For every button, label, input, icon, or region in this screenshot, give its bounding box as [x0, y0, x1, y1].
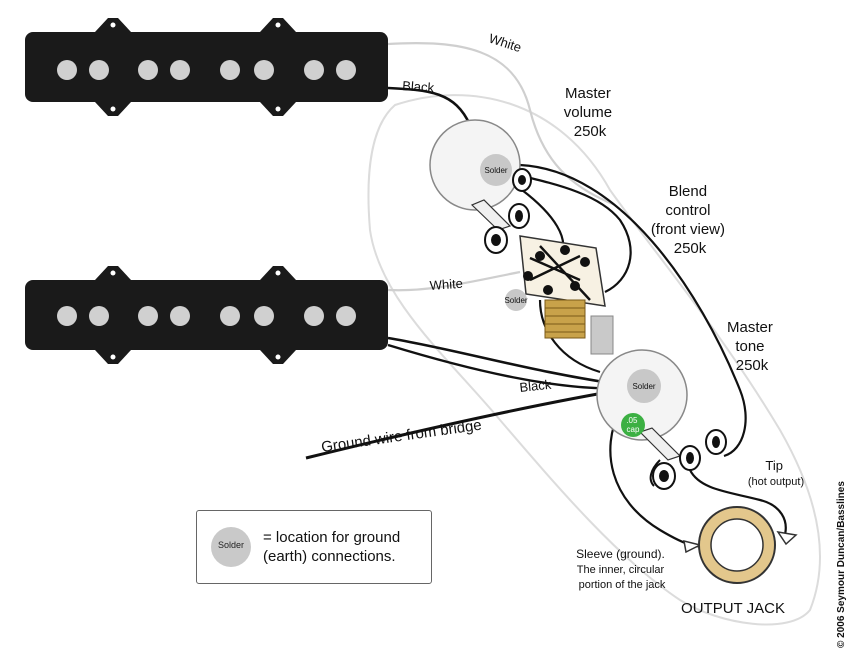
- bridge-pickup: [25, 266, 388, 364]
- tone-capacitor: [621, 413, 645, 437]
- label-sleeve: Sleeve (ground). The inner, circular por…: [576, 547, 668, 591]
- label-master-tone: Master tone 250k: [727, 319, 777, 374]
- neck-pickup: [25, 18, 388, 116]
- legend: Solder = location for ground (earth) con…: [196, 510, 432, 584]
- tone-pot: [596, 349, 727, 490]
- label-ground-wire: Ground wire from bridge: [320, 417, 483, 456]
- label-white-top: White: [487, 31, 523, 56]
- wire-tone-lug: [649, 459, 661, 487]
- solder-legend-icon: Solder: [211, 527, 251, 567]
- copyright: © 2006 Seymour Duncan/Basslines: [836, 481, 847, 648]
- wire-blend-to-tone: [538, 299, 601, 374]
- volume-solder-label: Solder: [484, 166, 507, 175]
- cap-label: .05 cap: [626, 416, 640, 434]
- black-wire-bridge: [387, 336, 631, 388]
- tone-solder-label: Solder: [632, 382, 655, 391]
- blend-pot: [505, 235, 614, 355]
- white-wire-bridge: [387, 270, 521, 292]
- label-tip: Tip (hot output): [748, 458, 804, 488]
- bridge-pickup-poles: [57, 306, 356, 326]
- label-blend-control: Blend control (front view) 250k: [651, 183, 729, 257]
- label-output-jack: OUTPUT JACK: [681, 600, 785, 617]
- output-jack: [683, 506, 798, 584]
- label-black-mid: Black: [519, 377, 553, 395]
- white-wire-neck: [387, 42, 616, 207]
- wire-vol-to-blend: [517, 173, 632, 293]
- blend-solder-label: Solder: [504, 296, 527, 305]
- ground-wire: [305, 386, 633, 460]
- volume-pot: [429, 119, 532, 254]
- wire-vol-to-tone-long: [519, 163, 747, 458]
- legend-solder-label: Solder: [217, 540, 244, 550]
- label-white-mid: White: [429, 276, 463, 293]
- pickguard-outline: [367, 94, 821, 626]
- neck-pickup-poles: [57, 60, 356, 80]
- label-master-volume: Master volume 250k: [564, 85, 617, 140]
- wire-tip: [689, 469, 787, 539]
- legend-text: = location for ground (earth) connection…: [263, 529, 401, 565]
- label-black-top: Black: [402, 78, 435, 95]
